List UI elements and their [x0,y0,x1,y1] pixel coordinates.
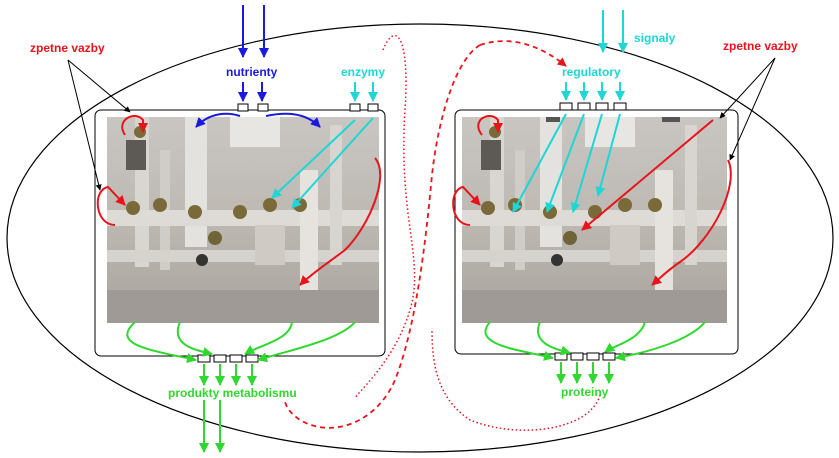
output-port [197,354,211,363]
feedback-pointers [67,57,776,191]
feedback-dotted-path-right [431,329,601,431]
protein-output-port [586,352,600,361]
protein-machine-photo [462,117,727,323]
nutrients-label: nutrienty [226,65,278,79]
feedback-label-right: zpetne vazby [723,39,798,53]
signal-flow [512,10,628,213]
feedback-dotted-path [354,34,416,399]
output-port [229,354,243,363]
regulator-port [613,102,627,111]
regulator-port [559,102,573,111]
protein-output-port [570,352,584,361]
output-port [213,354,227,363]
enzymes-label: enzymy [341,65,385,79]
nutrient-flow [195,5,321,128]
enzyme-port [349,103,361,112]
output-port [245,354,259,363]
protein-output-flow [484,321,706,384]
feedback-dashed-arrow [479,40,567,67]
regulators-label: regulatory [562,65,621,79]
metabolism-machine-photo [107,117,379,323]
regulator-port [577,102,591,111]
metabolic-products-label: produkty metabolismu [168,386,297,400]
feedback-loops [96,115,732,286]
nutrient-port [257,103,269,112]
metabolic-output-flow [126,321,356,453]
enzyme-flow [271,82,378,209]
signals-label: signaly [634,31,676,45]
protein-output-port [554,352,568,361]
proteins-label: proteiny [561,385,609,399]
metabolism-machine [94,103,386,363]
nutrient-port [237,103,249,112]
enzyme-port [367,103,379,112]
feedback-dashed-path [284,44,481,429]
cell-membrane [6,23,834,453]
feedback-label-left: zpetne vazby [30,41,105,55]
regulator-port [595,102,609,111]
protein-machine [454,102,739,361]
protein-output-port [602,352,616,361]
